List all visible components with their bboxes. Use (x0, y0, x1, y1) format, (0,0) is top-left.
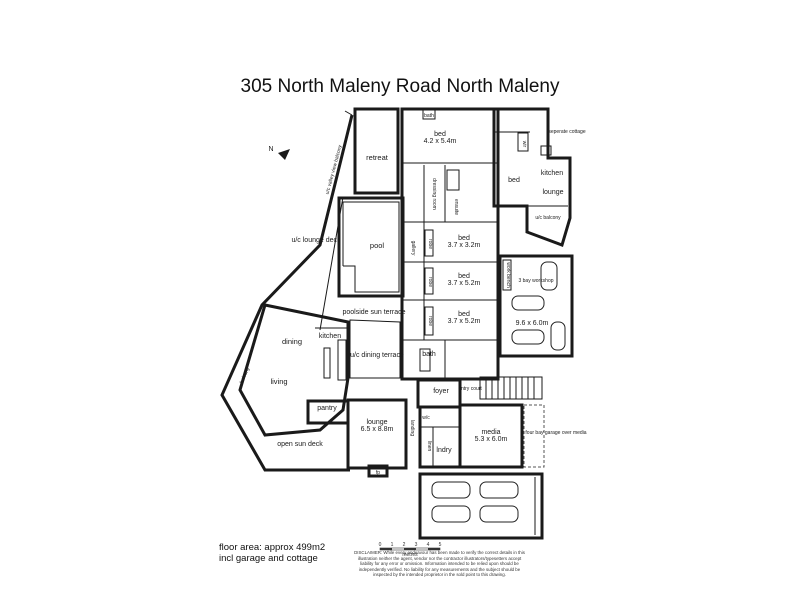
scale-tick: 1 (391, 542, 394, 548)
page-title: 305 North Maleny Road North Maleny (240, 76, 560, 97)
four-bay-garage (418, 472, 544, 540)
bed3-label: bed (458, 273, 470, 280)
cottage-kitchen-label: kitchen (541, 170, 563, 177)
seperate-cottage-label: seperate cottage (548, 129, 585, 135)
left-wing (220, 107, 408, 478)
open-sun-deck-label: open sun deck (277, 441, 323, 448)
wc-label: w/c (422, 415, 430, 421)
cottage-balcony-label: u/c balcony (535, 215, 561, 221)
scale-tick: 0 (379, 542, 382, 548)
entry-court-label: entry court (458, 386, 482, 392)
scale-tick: 3 (415, 542, 418, 548)
workshop (498, 254, 574, 358)
lounge-deck-label: u/c lounge deck (291, 237, 341, 244)
media-size: 5.3 x 6.0m (475, 436, 508, 443)
car-icon (511, 261, 566, 351)
four-bay-garage-label: four bay garage over media (525, 430, 586, 436)
cottage-bed-label: bed (508, 177, 520, 184)
landing-label: landing (409, 420, 415, 436)
bed2-size: 3.7 x 3.2m (448, 242, 481, 249)
robe3-label: robe (427, 316, 433, 326)
scale-unit: metres (402, 552, 418, 558)
lounge-size: 6.5 x 8.8m (361, 426, 394, 433)
living-label: living (270, 377, 287, 386)
workshop-label: 3 bay workshop (518, 278, 553, 284)
dining-label: dining (282, 337, 302, 346)
gallery-label: gallery (410, 241, 416, 256)
media-label: media (481, 429, 500, 436)
bed4-label: bed (458, 311, 470, 318)
car-icon (431, 481, 519, 523)
lounge-label: lounge (366, 419, 387, 426)
bed3-size: 3.7 x 5.2m (448, 280, 481, 287)
workbench-label: work bench (505, 262, 511, 288)
ensuite-label: ensuite (453, 199, 459, 215)
balcony-label: balcony (239, 366, 252, 385)
floor-area-note: floor area: approx 499m2 incl garage and… (219, 542, 326, 564)
linen-label: linen (426, 441, 432, 452)
foyer-label: foyer (433, 388, 449, 395)
poolside-label: poolside sun terrace (342, 309, 405, 316)
robe2-label: robe (427, 277, 433, 287)
bed4-size: 3.7 x 5.2m (448, 318, 481, 325)
north-label: N (268, 146, 273, 153)
cottage-wir-label: wir (521, 141, 527, 148)
laundry-label: lndry (436, 447, 452, 454)
bath-label: bath (422, 351, 436, 358)
scale-tick: 4 (427, 542, 430, 548)
dining-terrace-label: u/c dining terrace (350, 352, 404, 359)
entry-media-block (416, 376, 545, 469)
bed2-label: bed (458, 235, 470, 242)
fp-label: fp (376, 470, 380, 476)
retreat-label: retreat (366, 153, 389, 162)
scale-bar: 0 1 2 3 4 5 metres (379, 542, 442, 558)
bed-main-label: bed (434, 131, 446, 138)
tub-label: bath (424, 113, 434, 119)
entry-stairs (479, 376, 543, 400)
bed-main-size: 4.2 x 5.4m (424, 138, 457, 145)
scale-tick: 2 (403, 542, 406, 548)
cottage (492, 107, 572, 247)
pool-label: pool (370, 241, 385, 250)
cottage-lounge-label: lounge (542, 189, 563, 196)
pantry-label: pantry (317, 405, 337, 412)
scale-tick: 5 (439, 542, 442, 548)
dressing-label: dressing room (431, 178, 437, 210)
robe1-label: robe (427, 239, 433, 249)
north-arrow-icon: N (268, 146, 290, 160)
workshop-size: 9.6 x 6.0m (516, 320, 549, 327)
disclaimer-text: DISCLAIMER: While every endeavour has be… (354, 550, 525, 578)
kitchen-label: kitchen (319, 333, 341, 340)
